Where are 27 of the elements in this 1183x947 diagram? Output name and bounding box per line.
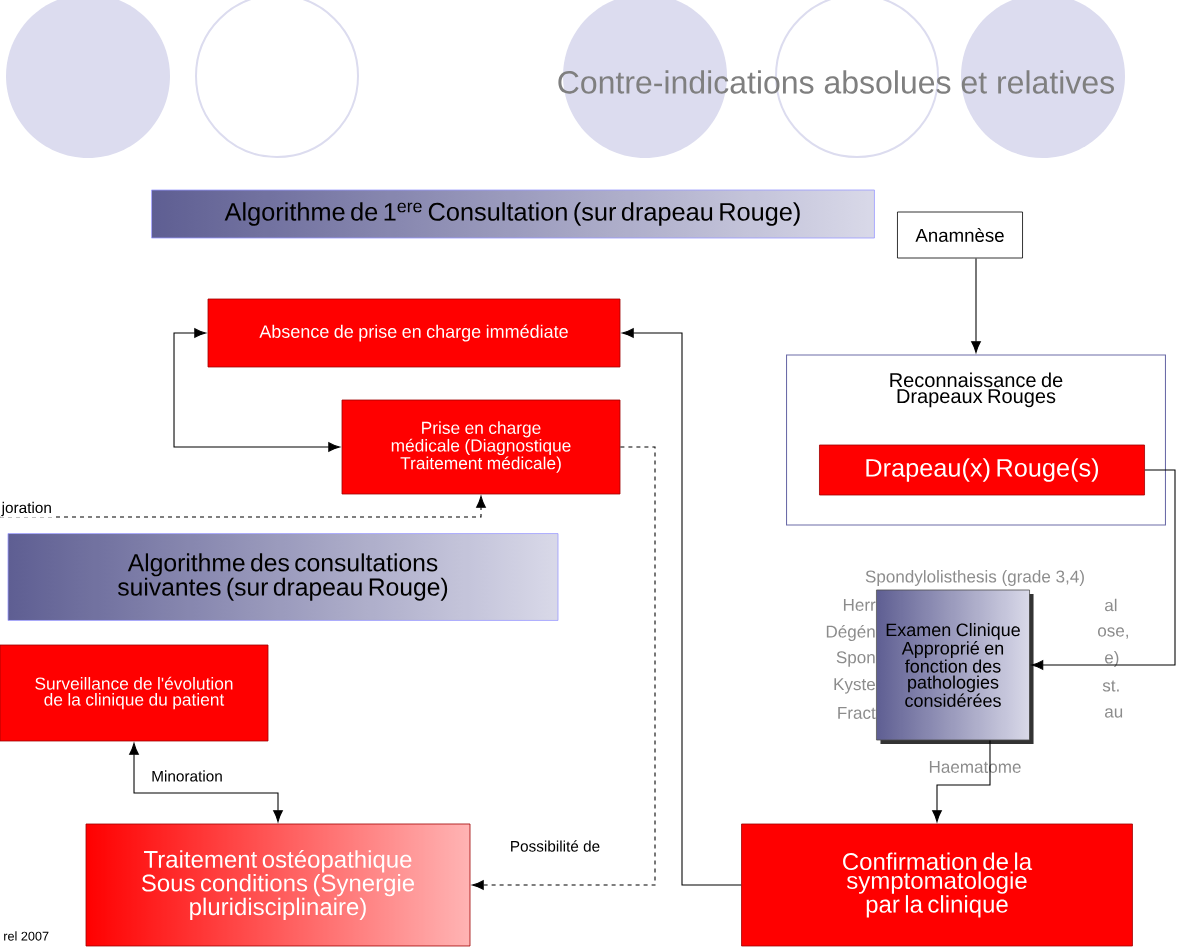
page-title: Contre-indications absolues et relatives [558,70,1114,94]
arrow [0,495,486,518]
heading-banner: Algorithme des consultations suivantes (sur drapeau Rouge) [7,533,559,621]
arrow [621,328,742,886]
list-text: st. [1102,680,1119,692]
arrow [1031,469,1176,670]
process-box: Anamnèse [897,211,1023,259]
process-box: Surveillance de l'évolution de la clinique du patient [0,644,269,742]
list-text: au [1105,708,1123,718]
edge-label: Possibilité de [508,838,602,854]
arrow [471,446,656,890]
process-box: Confirmation de la symptomatologie par la clinique [741,823,1133,947]
footer-note: rel 2007 [4,931,49,941]
list-text: e) [1105,651,1119,667]
process-box: Drapeau(x) Rouge(s) [819,444,1145,496]
edge-label: Minoration [149,769,225,783]
process-box: Absence de prise en charge immédiate [207,298,621,368]
arrow [129,742,283,823]
process-box: Prise en charge médicale (Diagnostique Traitement médicale) [341,399,621,495]
list-text: al [1105,598,1117,612]
heading-banner: Algorithme de 1$^{ere}$ Consultation (sur drapeau Rouge) [151,189,875,239]
edge-label: joration [0,500,54,518]
process-box: Examen Clinique Approprié en fonction des pathologies considérées [876,589,1034,744]
list-text: ose, [1098,627,1128,639]
arrow [173,328,341,452]
process-box: Traitement ostéopathique Sous conditions (Synergie pluridisciplinaire) [85,823,471,947]
arrow [971,257,981,353]
